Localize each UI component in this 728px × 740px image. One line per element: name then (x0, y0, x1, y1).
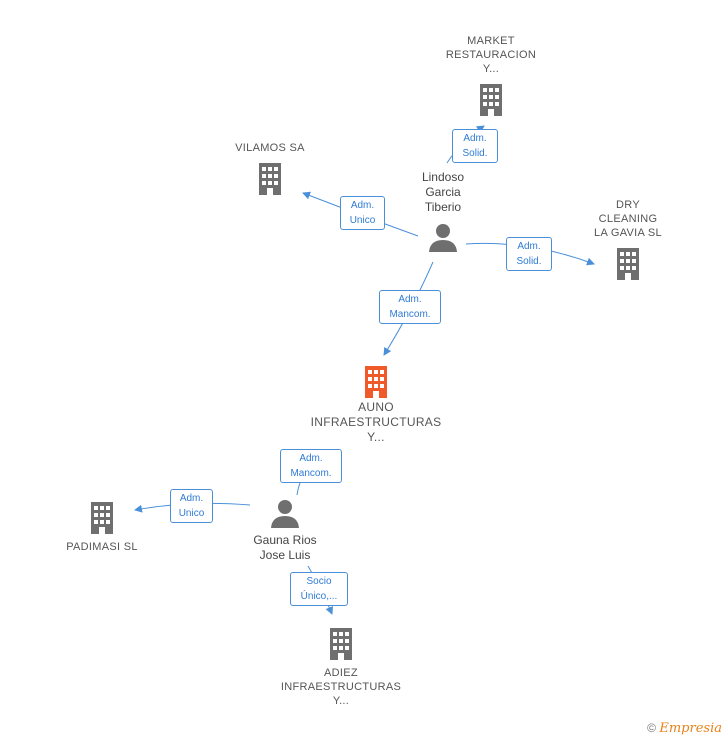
building-icon (480, 84, 502, 116)
person-node-gauna[interactable]: Gauna Rios Jose Luis (240, 498, 330, 563)
empresia-credit[interactable]: © Empresia (647, 721, 722, 736)
person-label-lindoso: Lindoso Garcia Tiberio (421, 170, 465, 214)
company-node-adiez[interactable]: ADIEZ INFRAESTRUCTURAS Y... (276, 626, 406, 708)
person-node-lindoso[interactable]: Lindoso Garcia Tiberio (398, 170, 488, 252)
company-node-auno[interactable]: AUNO INFRAESTRUCTURAS Y... (306, 364, 446, 445)
building-icon (365, 366, 387, 398)
edge-label-lindoso-auno: Adm. Mancom. (379, 290, 441, 324)
edge-label-gauna-adiez: Socio Único,... (290, 572, 348, 606)
edge-label-gauna-auno: Adm. Mancom. (280, 449, 342, 483)
person-icon (271, 500, 299, 528)
company-label-dry-cleaning: DRY CLEANING LA GAVIA SL (594, 199, 662, 239)
building-icon (617, 248, 639, 280)
person-icon (429, 224, 457, 252)
edge-label-lindoso-vilamos: Adm. Unico (340, 196, 385, 230)
building-icon (259, 163, 281, 195)
copyright-icon: © (647, 721, 657, 735)
company-label-market: MARKET RESTAURACION Y... (445, 35, 537, 75)
company-label-adiez: ADIEZ INFRAESTRUCTURAS Y... (280, 667, 402, 707)
edge-label-lindoso-dry: Adm. Solid. (506, 237, 552, 271)
edge-label-lindoso-market: Adm. Solid. (452, 129, 498, 163)
building-icon (91, 502, 113, 534)
company-label-auno: AUNO INFRAESTRUCTURAS Y... (310, 400, 442, 444)
company-node-market[interactable]: MARKET RESTAURACION Y... (436, 34, 546, 118)
company-label-vilamos: VILAMOS SA (235, 142, 305, 154)
company-node-dry-cleaning[interactable]: DRY CLEANING LA GAVIA SL (578, 198, 678, 282)
person-label-gauna: Gauna Rios Jose Luis (253, 533, 317, 562)
company-node-vilamos[interactable]: VILAMOS SA (220, 141, 320, 197)
company-node-padimasi[interactable]: PADIMASI SL (52, 500, 152, 554)
empresia-logo: Empresia (659, 721, 722, 736)
building-icon (330, 628, 352, 660)
edge-label-gauna-padimasi: Adm. Unico (170, 489, 213, 523)
company-label-padimasi: PADIMASI SL (66, 541, 138, 553)
